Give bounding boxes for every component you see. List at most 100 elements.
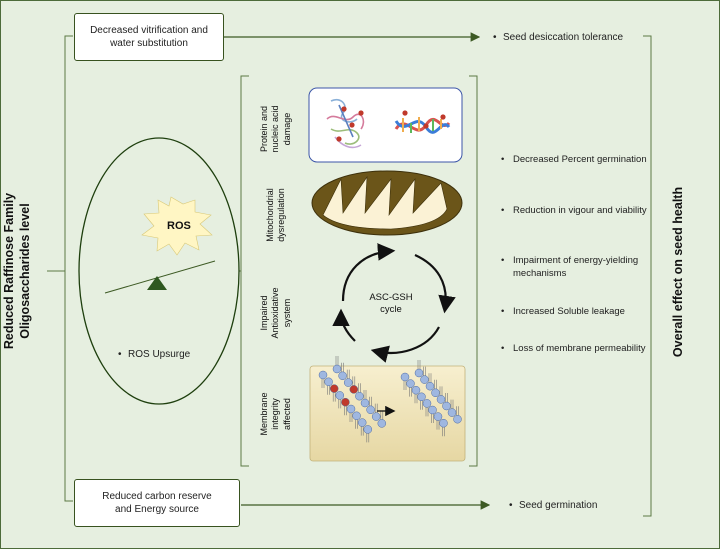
lipid-head	[318, 370, 328, 380]
label-protein-line2: nucleic acid	[270, 105, 281, 153]
bullet-symbol: •	[118, 349, 122, 360]
label-membrane-line3: affected	[281, 398, 292, 430]
bottom-effect: • Seed germination	[509, 499, 597, 513]
lipid-tail	[349, 412, 353, 422]
top-box: Decreased vitrification and water substi…	[74, 13, 224, 61]
lipid-head	[371, 412, 381, 421]
seesaw-beam	[104, 260, 216, 294]
ros-upsurge: •ROS Upsurge	[118, 348, 190, 362]
lipid-tail	[450, 399, 454, 410]
lipid-tail	[434, 379, 437, 390]
left-title-line2: Oligosaccharides level	[18, 203, 33, 339]
lipid-head	[360, 398, 370, 408]
label-membrane-line1: Membrane	[259, 392, 269, 436]
lipid-tail	[403, 380, 407, 390]
ros-ellipse	[78, 137, 240, 405]
label-protein: Protein and nucleic acid damage	[259, 84, 299, 174]
lipid-tail	[414, 393, 418, 404]
cycle-label-line1: ASC-GSH	[369, 292, 413, 303]
lipid-bilayer-left	[318, 356, 387, 443]
outcome-text: Impairment of energy-yielding mechanisms	[513, 255, 639, 280]
lipid-tail	[358, 383, 361, 394]
lipid-tail	[431, 413, 434, 423]
label-protein-line1: Protein and	[259, 105, 269, 153]
cycle-label: ASC-GSH cycle	[356, 292, 426, 317]
right-title: Overall effect on seed health	[671, 162, 689, 382]
bottom-box-line1: Reduced carbon reserve	[102, 490, 212, 502]
label-mito: Mitochondrial dysregulation	[265, 170, 293, 260]
lipid-head	[411, 385, 421, 395]
lipid-head	[428, 405, 437, 415]
bottom-effect-text: Seed germination	[519, 500, 598, 511]
lipid-tail	[456, 406, 459, 417]
lipid-head	[433, 412, 443, 421]
ros-label: ROS	[167, 220, 191, 232]
top-effect: • Seed desiccation tolerance	[493, 31, 623, 45]
lipid-tail	[360, 425, 364, 436]
label-antiox: Impaired Antioxidative system	[259, 268, 299, 358]
lipid-tail	[321, 378, 325, 388]
lipid-tail	[439, 386, 443, 397]
ros-burst-shape	[141, 196, 213, 256]
right-bracket	[643, 35, 652, 517]
lipid-head	[431, 388, 440, 398]
label-protein-line3: damage	[281, 112, 292, 146]
lipid-tail	[355, 418, 358, 429]
left-bracket	[64, 35, 73, 502]
lipid-tail	[341, 362, 344, 373]
lipid-tail	[369, 396, 372, 407]
lipid-tail	[346, 369, 350, 380]
lipid-tail	[428, 373, 432, 384]
lipid-head	[357, 418, 367, 427]
lipid-head	[341, 397, 350, 407]
mitochondrion-cristae	[322, 175, 448, 230]
label-mito-line1: Mitochondrial	[265, 188, 275, 242]
lipid-tail	[409, 386, 412, 397]
lipid-tail	[420, 399, 423, 410]
bullet-symbol: •	[501, 306, 505, 317]
lipid-head	[324, 377, 333, 387]
left-title: Reduced Raffinose Family Oligosaccharide…	[1, 156, 41, 386]
lipid-head	[453, 414, 462, 424]
outcome-text: Increased Soluble leakage	[513, 306, 625, 317]
cycle-label-line2: cycle	[380, 304, 402, 316]
lipid-tail	[366, 432, 370, 443]
outcome-text: Reduction in vigour and viability	[513, 205, 647, 216]
lipid-head	[329, 384, 339, 393]
protein-structure	[326, 98, 365, 149]
lipid-head	[422, 399, 432, 408]
bottom-box: Reduced carbon reserve and Energy source	[74, 479, 240, 527]
lipid-tail	[352, 376, 356, 387]
outcome-item: • Increased Soluble leakage	[501, 305, 648, 318]
outcome-item: •Impairment of energy-yielding mechanism…	[501, 254, 648, 281]
lipid-head	[338, 371, 347, 381]
lipid-tail	[344, 405, 347, 416]
lipid-head	[442, 401, 451, 411]
bullet-symbol: •	[501, 205, 505, 216]
outcome-item: •Loss of membrane permeability	[501, 342, 648, 355]
bullet-symbol: •	[493, 32, 497, 43]
outcome-text: Loss of membrane permeability	[513, 343, 646, 354]
lipid-head	[343, 378, 353, 387]
lipid-head	[363, 425, 373, 434]
lipid-head	[349, 385, 359, 394]
lipid-head	[332, 364, 342, 374]
lipid-tail	[417, 360, 421, 370]
lipid-tail	[436, 419, 440, 430]
top-box-line2: water substitution	[110, 38, 188, 49]
lipid-head	[425, 381, 435, 391]
lipid-tail	[442, 426, 445, 437]
label-mito-line2: dysregulation	[276, 188, 287, 242]
lipid-tail	[363, 390, 367, 400]
top-effect-text: Seed desiccation tolerance	[503, 32, 624, 43]
lipid-head	[400, 372, 410, 382]
bullet-symbol: •	[509, 500, 513, 511]
right-title-text: Overall effect on seed health	[671, 186, 685, 358]
label-membrane: Membrane integrity affected	[259, 369, 299, 459]
label-antiox-line3: system	[281, 298, 292, 328]
cycle-arrows	[332, 243, 456, 363]
lipid-head	[420, 375, 429, 384]
outcome-item: • Reduction in vigour and viability	[501, 204, 648, 217]
label-antiox-line1: Impaired	[259, 295, 269, 331]
